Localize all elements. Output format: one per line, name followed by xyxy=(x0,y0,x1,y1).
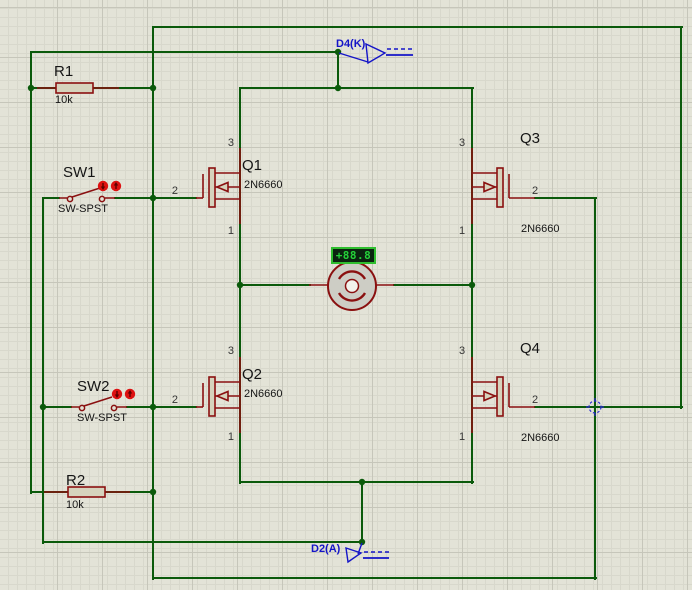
q4-pin1-label: 1 xyxy=(459,431,466,443)
probe-flag xyxy=(365,42,387,65)
probe-d2a-label: D2(A) xyxy=(311,543,341,555)
q3-pin2-label: 2 xyxy=(532,185,539,197)
q2-pin2-label: 2 xyxy=(171,394,178,406)
sw2-toggle-up-arrow[interactable] xyxy=(124,388,136,400)
motor-brush-arc xyxy=(337,270,367,280)
motor-brush-arc xyxy=(337,292,367,302)
r1-value-label: 10k xyxy=(55,94,73,106)
wires xyxy=(30,26,683,580)
mosfet-gate-plate[interactable] xyxy=(208,376,216,417)
q4-pin2-label: 2 xyxy=(532,394,539,406)
switch-lever[interactable] xyxy=(83,396,113,407)
junction-dot xyxy=(149,194,157,202)
junction-dot xyxy=(149,488,157,496)
q3-pin1-label: 1 xyxy=(459,225,466,237)
junction-dot xyxy=(358,538,366,546)
q1-part-label: 2N6660 xyxy=(244,179,283,191)
sw2-type-label: SW-SPST xyxy=(77,412,127,424)
switch-lever[interactable] xyxy=(71,187,101,198)
mosfet-arrow xyxy=(483,181,498,193)
q4-part-label: 2N6660 xyxy=(521,432,560,444)
motor-rpm-value: +88.8 xyxy=(335,249,372,262)
switch-sw1[interactable] xyxy=(59,187,115,203)
q2-part-label: 2N6660 xyxy=(244,388,283,400)
probe-d2a[interactable] xyxy=(345,542,389,564)
motor-rpm-display: +88.8 xyxy=(331,247,376,264)
sw2-toggle-down-arrow[interactable] xyxy=(111,388,123,400)
junction-dot xyxy=(468,281,476,289)
switch-terminal xyxy=(110,404,118,412)
sw2-ref-label: SW2 xyxy=(77,378,110,395)
mosfet-arrow xyxy=(214,390,229,402)
junction-dot xyxy=(236,281,244,289)
mosfet-arrow xyxy=(214,181,229,193)
mosfet-gate-plate[interactable] xyxy=(496,167,504,208)
sw1-toggle-down-arrow[interactable] xyxy=(97,180,109,192)
q2-ref-label: Q2 xyxy=(242,366,263,383)
motor[interactable] xyxy=(309,261,394,311)
r1-ref-label: R1 xyxy=(54,63,74,80)
probe-d4k-label: D4(K) xyxy=(336,38,366,50)
sw1-toggle-up-arrow[interactable] xyxy=(110,180,122,192)
sw2-toggle-actuators xyxy=(111,388,136,400)
resistor-r2[interactable] xyxy=(44,486,130,498)
sw1-ref-label: SW1 xyxy=(63,164,96,181)
switch-sw2[interactable] xyxy=(71,396,127,412)
resistor-r1[interactable] xyxy=(37,82,119,94)
mosfet-q2[interactable] xyxy=(196,357,241,433)
q4-pin3-label: 3 xyxy=(459,345,466,357)
junction-dot xyxy=(39,403,47,411)
probe-flag xyxy=(345,546,363,564)
mosfet-gate-plate[interactable] xyxy=(496,376,504,417)
q2-pin1-label: 1 xyxy=(227,431,234,443)
sw1-toggle-actuators xyxy=(97,180,122,192)
r2-value-label: 10k xyxy=(66,499,84,511)
mosfet-gate-plate[interactable] xyxy=(208,167,216,208)
mosfet-q3[interactable] xyxy=(471,148,535,224)
q1-pin2-label: 2 xyxy=(171,185,178,197)
resistor-body[interactable] xyxy=(55,82,94,94)
junction-dot xyxy=(149,84,157,92)
q3-part-label: 2N6660 xyxy=(521,223,560,235)
junction-dot xyxy=(334,84,342,92)
junction-dot xyxy=(149,403,157,411)
junction-dots xyxy=(27,48,476,546)
q2-pin3-label: 3 xyxy=(227,345,234,357)
node-marker[interactable] xyxy=(586,398,604,416)
mosfet-q4[interactable] xyxy=(471,357,535,433)
junction-dot xyxy=(358,478,366,486)
q1-pin1-label: 1 xyxy=(227,225,234,237)
motor-shaft xyxy=(344,278,360,294)
r2-ref-label: R2 xyxy=(66,472,86,489)
switch-terminal xyxy=(78,404,86,412)
probe-pin xyxy=(338,52,369,63)
probe-d4k[interactable] xyxy=(338,42,413,65)
switch-terminal xyxy=(98,195,106,203)
q1-pin3-label: 3 xyxy=(227,137,234,149)
q4-ref-label: Q4 xyxy=(520,340,541,357)
resistor-body[interactable] xyxy=(67,486,106,498)
mosfet-arrow xyxy=(483,390,498,402)
sw1-type-label: SW-SPST xyxy=(58,203,108,215)
junction-dot xyxy=(27,84,35,92)
q3-pin3-label: 3 xyxy=(459,137,466,149)
q3-ref-label: Q3 xyxy=(520,130,541,147)
q1-ref-label: Q1 xyxy=(242,157,263,174)
mosfet-q1[interactable] xyxy=(196,148,241,224)
switch-terminal xyxy=(66,195,74,203)
